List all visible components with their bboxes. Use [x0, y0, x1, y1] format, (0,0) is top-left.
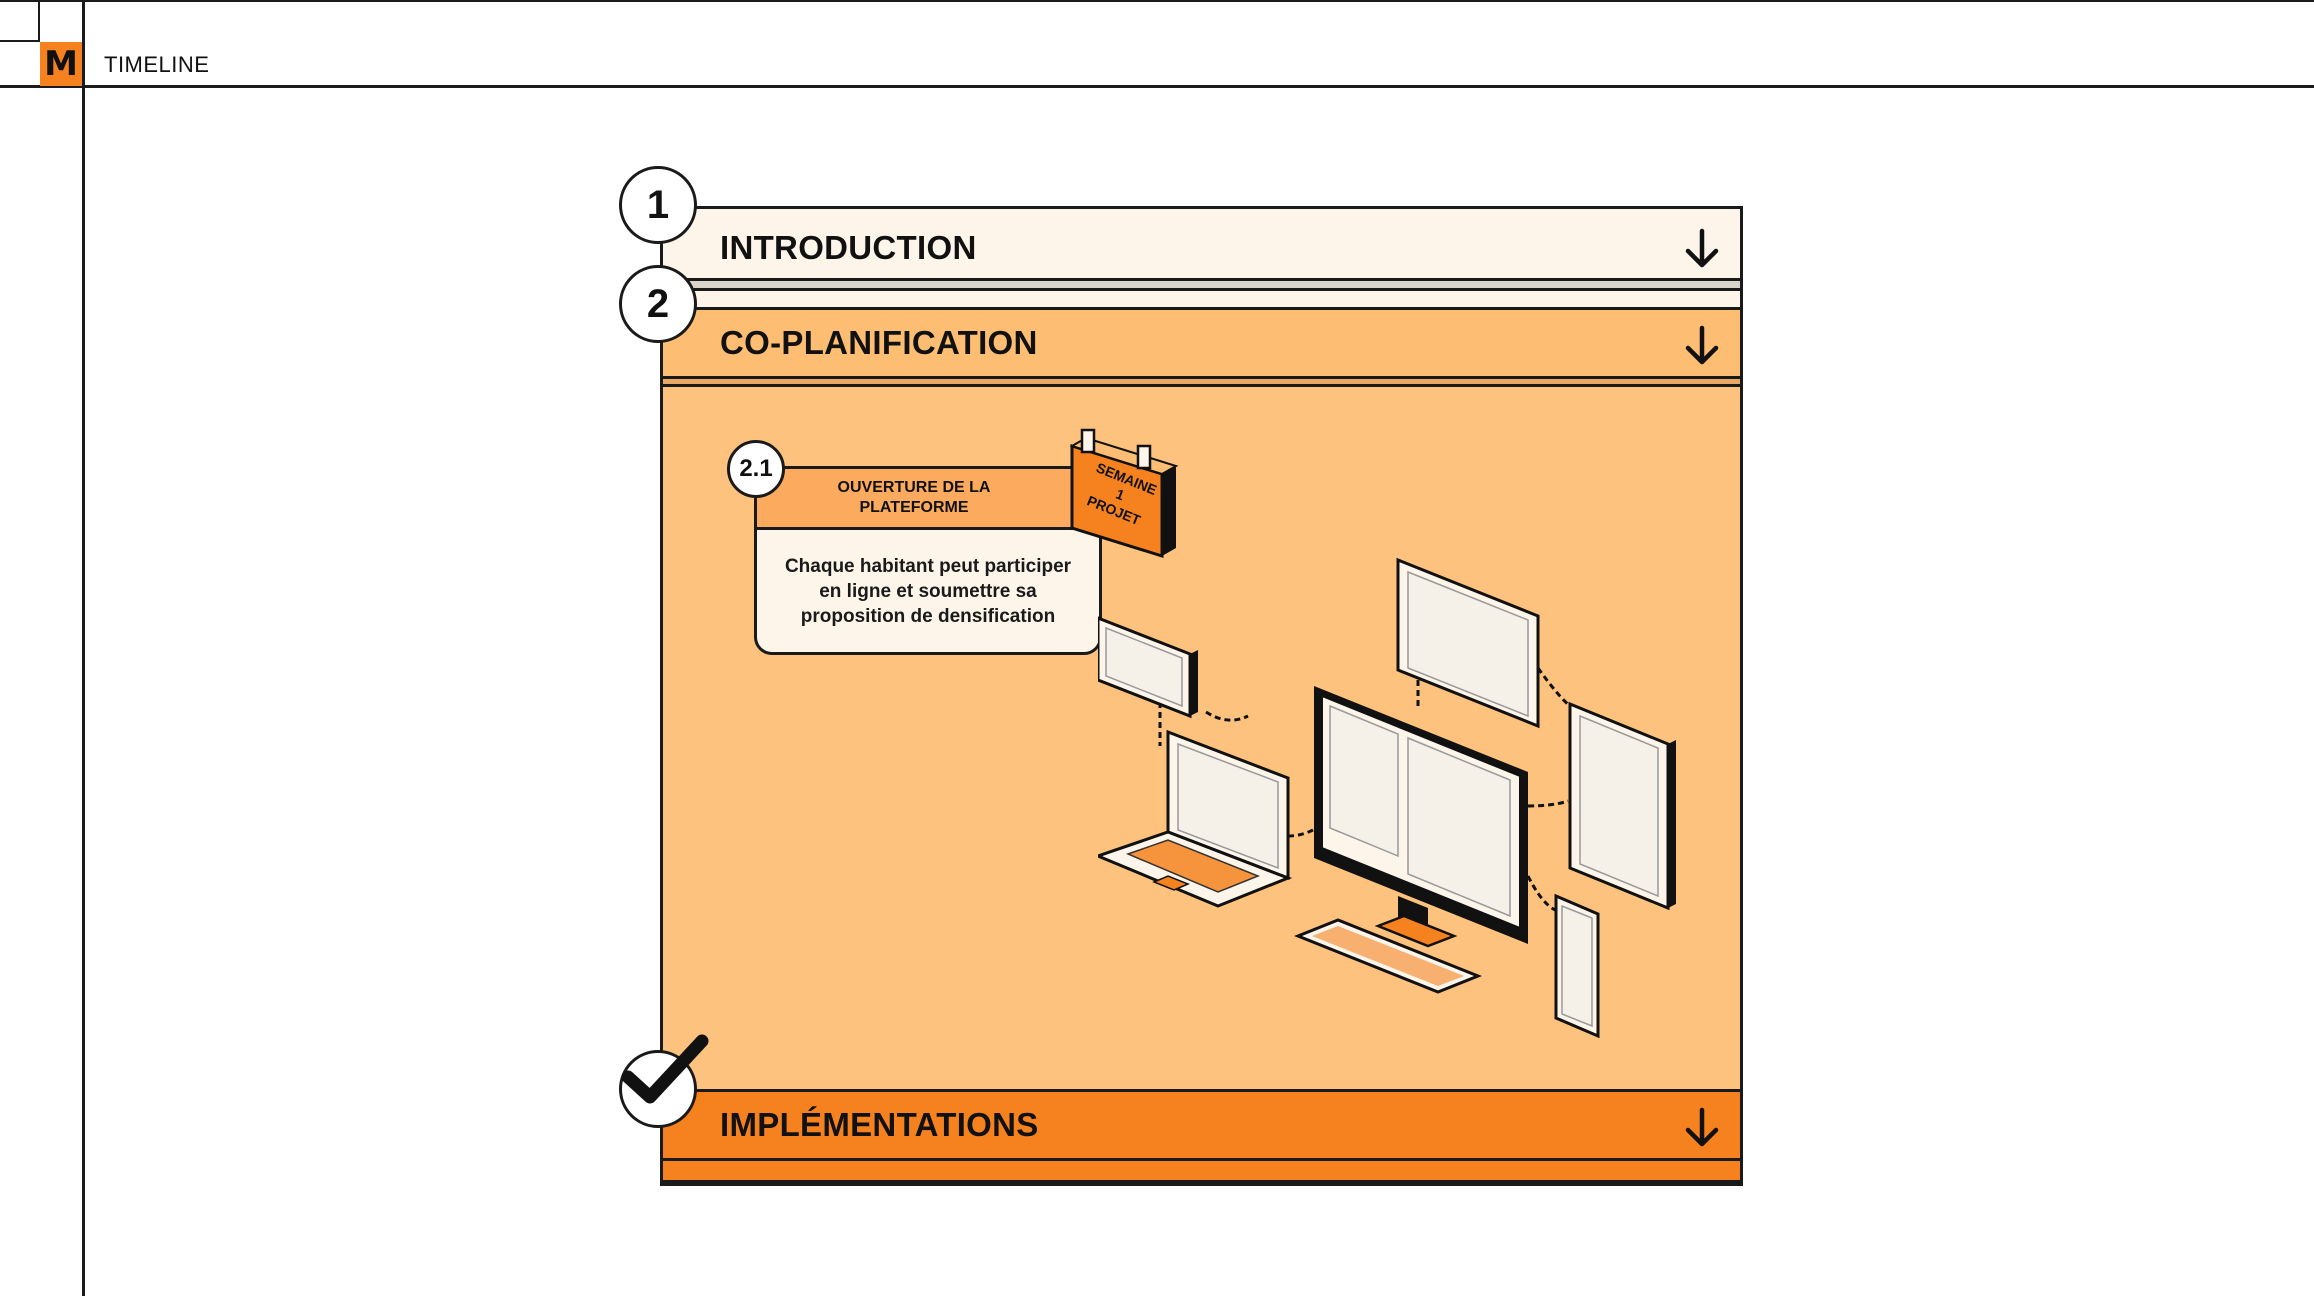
step-done-marker — [619, 1034, 709, 1128]
section-implementations[interactable]: IMPLÉMENTATIONS — [663, 1089, 1740, 1161]
left-rule — [82, 0, 85, 1296]
top-border — [0, 0, 2314, 2]
checkmark-icon — [621, 1034, 709, 1104]
step-card-number: 2.1 — [727, 440, 785, 498]
header-bar — [0, 0, 2314, 88]
page-title: TIMELINE — [104, 52, 210, 77]
arrow-down-icon[interactable] — [1682, 1106, 1722, 1150]
section-divider — [663, 1161, 1740, 1183]
corner-mark — [0, 40, 40, 42]
corner-mark — [38, 0, 40, 42]
arrow-down-icon[interactable] — [1682, 324, 1722, 368]
step-1-marker: 1 — [619, 166, 697, 244]
section-divider — [663, 281, 1740, 291]
section-introduction[interactable]: INTRODUCTION — [663, 209, 1740, 281]
step-card-title: OUVERTURE DE LA PLATEFORME — [837, 479, 991, 516]
section-title: IMPLÉMENTATIONS — [720, 1106, 1039, 1143]
timeline-panel: INTRODUCTION CO-PLANIFICATION IMPLÉMENTA… — [660, 206, 1743, 1186]
section-title: CO-PLANIFICATION — [720, 324, 1038, 361]
step-card-description: Chaque habitant peut participer en ligne… — [784, 555, 1072, 627]
calendar-tag-icon: SEMAINE1PROJET — [1069, 428, 1179, 559]
arrow-down-icon[interactable] — [1682, 227, 1722, 271]
step-card-body: Chaque habitant peut participer en ligne… — [754, 527, 1102, 655]
connected-devices-illustration — [1098, 557, 1676, 1039]
section-divider — [663, 379, 1740, 387]
step-2-marker: 2 — [619, 265, 697, 343]
app-logo[interactable]: M — [40, 42, 82, 86]
section-divider — [663, 291, 1740, 309]
section-title: INTRODUCTION — [720, 229, 977, 266]
step-card-header: OUVERTURE DE LA PLATEFORME — [754, 466, 1074, 530]
section-co-planification[interactable]: CO-PLANIFICATION — [663, 307, 1740, 379]
